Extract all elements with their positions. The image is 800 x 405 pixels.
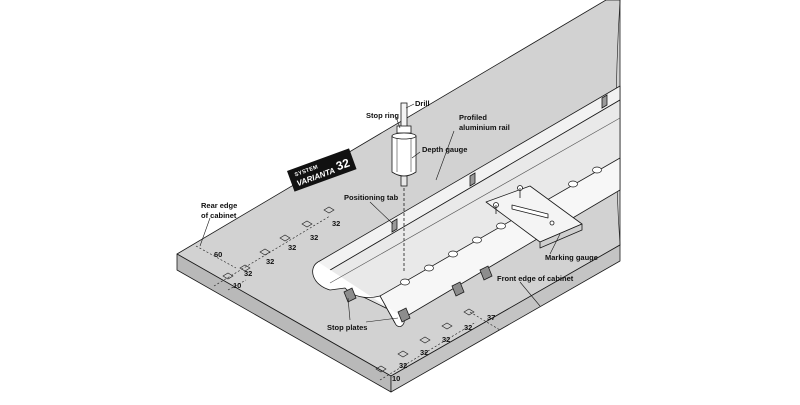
dimension-line (469, 311, 501, 331)
drill-assembly (391, 102, 417, 272)
rail-hole (592, 166, 602, 174)
hole-marker (397, 350, 409, 358)
rail-end-profile (312, 261, 405, 327)
depth-gauge-leader (411, 151, 421, 159)
positioning-tab (601, 94, 608, 109)
stop-ring-leader (395, 116, 401, 129)
label-depth-gauge: Depth gauge (422, 145, 467, 154)
cabinet-panel (176, 0, 621, 393)
hole-marker (239, 264, 251, 272)
positioning-tab (469, 172, 476, 187)
label-stop-ring: Stop ring (366, 111, 399, 120)
rail-hole (472, 236, 482, 244)
drill-bit-shank (400, 102, 408, 128)
stop-plate (451, 281, 465, 297)
drill-tip (400, 175, 408, 187)
rail-hole-row (400, 166, 602, 286)
rail-ridge (329, 117, 621, 284)
marking-gauge-leader (549, 233, 561, 255)
rail-hole (448, 250, 458, 258)
depth-gauge (391, 135, 417, 177)
front-dimension-32: 32 (420, 348, 428, 357)
dimension-line (213, 215, 331, 287)
stop-plate (479, 265, 493, 281)
label-rear-edge-line2: of cabinet (201, 211, 237, 220)
rear-edge-leader (199, 217, 211, 247)
marking-gauge-edge (539, 223, 583, 249)
component-labels: Drill Stop ring Profiled aluminium rail … (201, 99, 598, 332)
marking-gauge (485, 185, 583, 249)
dimension-line (379, 321, 477, 381)
front-dimension-values: 37 32 32 32 32 10 (392, 313, 495, 383)
rail-hole (424, 264, 434, 272)
front-dimension-37: 37 (487, 313, 495, 322)
leader-lines (199, 103, 561, 323)
hole-marker (222, 272, 234, 280)
label-profiled-rail-line2: aluminium rail (459, 123, 510, 132)
drill-leader (405, 103, 415, 109)
logo-number-text: 32 (334, 156, 352, 174)
rear-dimension-32: 32 (332, 219, 340, 228)
positioning-tabs (391, 94, 608, 233)
stop-plate (397, 307, 411, 323)
label-drill: Drill (415, 99, 430, 108)
label-front-edge: Front edge of cabinet (497, 274, 574, 283)
label-stop-plates: Stop plates (327, 323, 367, 332)
front-dimension-10: 10 (392, 374, 400, 383)
rear-dimension-32: 32 (266, 257, 274, 266)
hole-marker (463, 308, 475, 316)
stop-plates (343, 265, 493, 323)
marking-gauge-pin (549, 220, 555, 226)
logo-background (287, 148, 357, 192)
positioning-tab (391, 218, 398, 233)
label-positioning-tab: Positioning tab (344, 193, 399, 202)
rear-dimension-layout (195, 206, 335, 291)
front-dimension-layout (375, 308, 501, 381)
stop-plates-leader (365, 317, 399, 323)
dimension-line (227, 279, 247, 291)
stop-ring (396, 125, 412, 134)
front-dimension-32: 32 (399, 361, 407, 370)
hole-marker (323, 206, 335, 214)
rear-dimension-10: 10 (233, 281, 241, 290)
front-edge-leader (519, 281, 541, 307)
rear-dimension-32: 32 (244, 269, 252, 278)
rear-dimension-60: 60 (214, 250, 222, 259)
stop-plates-leader (347, 297, 351, 321)
rear-dimension-32: 32 (310, 233, 318, 242)
label-marking-gauge: Marking gauge (545, 253, 598, 262)
rail-hole (496, 222, 506, 230)
label-rear-edge-line1: Rear edge (201, 201, 237, 210)
hole-marker (375, 365, 387, 373)
rear-dimension-32: 32 (288, 243, 296, 252)
rear-dimension-values: 60 10 32 32 32 32 32 (214, 219, 340, 290)
label-profiled-rail-line1: Profiled (459, 113, 487, 122)
hole-marker (441, 322, 453, 330)
rail-hole (400, 278, 410, 286)
profiled-rail-leader (435, 130, 455, 181)
front-dimension-32: 32 (464, 323, 472, 332)
hole-marker (279, 234, 291, 242)
rail-hole (568, 180, 578, 188)
marking-gauge-slot (511, 204, 549, 219)
depth-gauge-top (391, 132, 417, 140)
positioning-tab-leader (369, 201, 394, 225)
stop-plate (343, 287, 357, 303)
hole-marker (301, 220, 313, 228)
hole-marker (419, 336, 431, 344)
panel-right-face (390, 244, 621, 393)
front-dimension-32: 32 (442, 335, 450, 344)
